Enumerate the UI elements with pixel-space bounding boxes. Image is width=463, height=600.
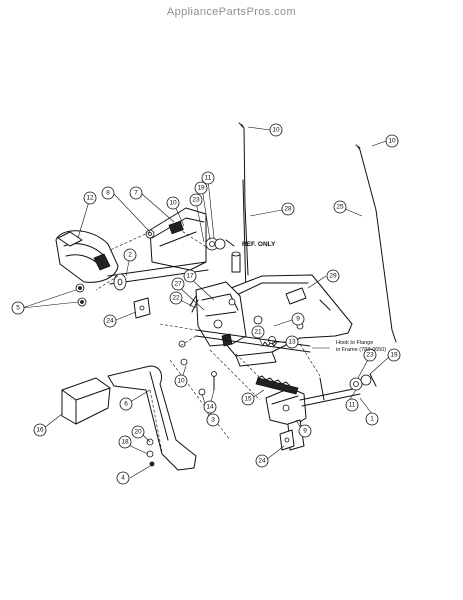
callout-11-b: 11 xyxy=(345,398,359,412)
svg-text:27: 27 xyxy=(174,281,182,288)
svg-text:11: 11 xyxy=(205,175,212,182)
svg-text:10: 10 xyxy=(177,378,185,385)
callout-29: 29 xyxy=(326,269,340,283)
lever-arm-6 xyxy=(107,365,197,471)
callout-15: 15 xyxy=(241,392,255,406)
callout-28: 28 xyxy=(281,202,295,216)
svg-text:23: 23 xyxy=(192,197,200,204)
callout-12: 12 xyxy=(83,191,97,205)
callout-18: 18 xyxy=(118,435,132,449)
svg-text:14: 14 xyxy=(206,404,214,411)
svg-text:12: 12 xyxy=(86,195,94,202)
control-rod-25 xyxy=(355,144,397,343)
callout-16: 16 xyxy=(33,423,47,437)
callouts: 10 10 11 19 23 10 8 7 12 28 25 2 29 5 17… xyxy=(11,123,401,485)
bushing-24-lower xyxy=(279,429,295,451)
callout-6: 6 xyxy=(119,397,133,411)
hook-note-line2: in Frame (783-0650) xyxy=(336,347,386,353)
svg-text:4: 4 xyxy=(121,475,125,482)
svg-text:16: 16 xyxy=(36,427,44,434)
svg-text:25: 25 xyxy=(336,204,344,211)
callout-24-b: 24 xyxy=(255,454,269,468)
callout-10-d: 10 xyxy=(174,374,188,388)
callout-4: 4 xyxy=(116,471,130,485)
svg-text:1: 1 xyxy=(370,416,374,423)
svg-text:29: 29 xyxy=(329,273,337,280)
ref-only-label: REF. ONLY xyxy=(242,241,276,248)
svg-text:19: 19 xyxy=(197,185,205,192)
svg-text:13: 13 xyxy=(288,339,296,346)
svg-text:6: 6 xyxy=(124,401,128,408)
spring-15 xyxy=(255,375,299,395)
callout-23-b: 23 xyxy=(363,348,377,362)
reference-lines xyxy=(95,225,321,453)
callout-11-a: 11 xyxy=(201,171,215,185)
callout-7: 7 xyxy=(129,186,143,200)
svg-text:28: 28 xyxy=(284,206,292,213)
svg-text:10: 10 xyxy=(169,200,177,207)
svg-text:2: 2 xyxy=(128,252,132,259)
callout-24-a: 24 xyxy=(103,314,117,328)
callout-14: 14 xyxy=(203,400,217,414)
svg-text:3: 3 xyxy=(211,417,215,424)
svg-text:10: 10 xyxy=(272,127,280,134)
svg-text:7: 7 xyxy=(134,190,138,197)
svg-text:21: 21 xyxy=(254,329,262,336)
hook-note-line1: Hook to Flange xyxy=(336,340,373,346)
callout-27: 27 xyxy=(171,277,185,291)
callout-22: 22 xyxy=(169,291,183,305)
callout-1: 1 xyxy=(365,412,379,426)
washers-upper xyxy=(205,237,235,251)
svg-text:5: 5 xyxy=(16,305,20,312)
pedal-12 xyxy=(55,230,119,283)
svg-text:24: 24 xyxy=(258,458,266,465)
callout-3: 3 xyxy=(206,413,220,427)
bushing-24-upper xyxy=(133,297,151,319)
control-rod-28 xyxy=(238,122,249,296)
svg-text:18: 18 xyxy=(121,439,129,446)
svg-text:8: 8 xyxy=(106,190,110,197)
svg-text:11: 11 xyxy=(349,402,356,409)
svg-text:20: 20 xyxy=(134,429,142,436)
upper-bracket xyxy=(145,207,207,271)
callout-17: 17 xyxy=(183,269,197,283)
callout-19-b: 19 xyxy=(387,348,401,362)
callout-10-b: 10 xyxy=(385,134,399,148)
callout-23-a: 23 xyxy=(189,193,203,207)
svg-text:10: 10 xyxy=(388,138,396,145)
svg-text:15: 15 xyxy=(244,396,252,403)
svg-text:23: 23 xyxy=(366,352,374,359)
svg-text:19: 19 xyxy=(390,352,398,359)
callout-8: 8 xyxy=(101,186,115,200)
central-linkage xyxy=(189,281,247,347)
callout-20: 20 xyxy=(131,425,145,439)
svg-text:9: 9 xyxy=(303,428,307,435)
callout-19-a: 19 xyxy=(194,181,208,195)
callout-21: 21 xyxy=(251,325,265,339)
leader-lines xyxy=(21,126,391,479)
callout-13: 13 xyxy=(285,335,299,349)
svg-text:17: 17 xyxy=(186,273,194,280)
callout-10-c: 10 xyxy=(166,196,180,210)
callout-5: 5 xyxy=(11,301,25,315)
callout-10-a: 10 xyxy=(269,123,283,137)
callout-2: 2 xyxy=(123,248,137,262)
nuts-5 xyxy=(75,283,87,307)
svg-text:9: 9 xyxy=(296,316,300,323)
spacer-tube xyxy=(231,251,241,273)
callout-9-a: 9 xyxy=(291,312,305,326)
washers-right xyxy=(349,373,377,391)
svg-text:24: 24 xyxy=(106,318,114,325)
svg-text:22: 22 xyxy=(172,295,180,302)
pedal-pad-16 xyxy=(61,377,111,425)
watermark: AppliancePartsPros.com xyxy=(166,6,297,18)
callout-9-b: 9 xyxy=(298,424,312,438)
callout-25: 25 xyxy=(333,200,347,214)
